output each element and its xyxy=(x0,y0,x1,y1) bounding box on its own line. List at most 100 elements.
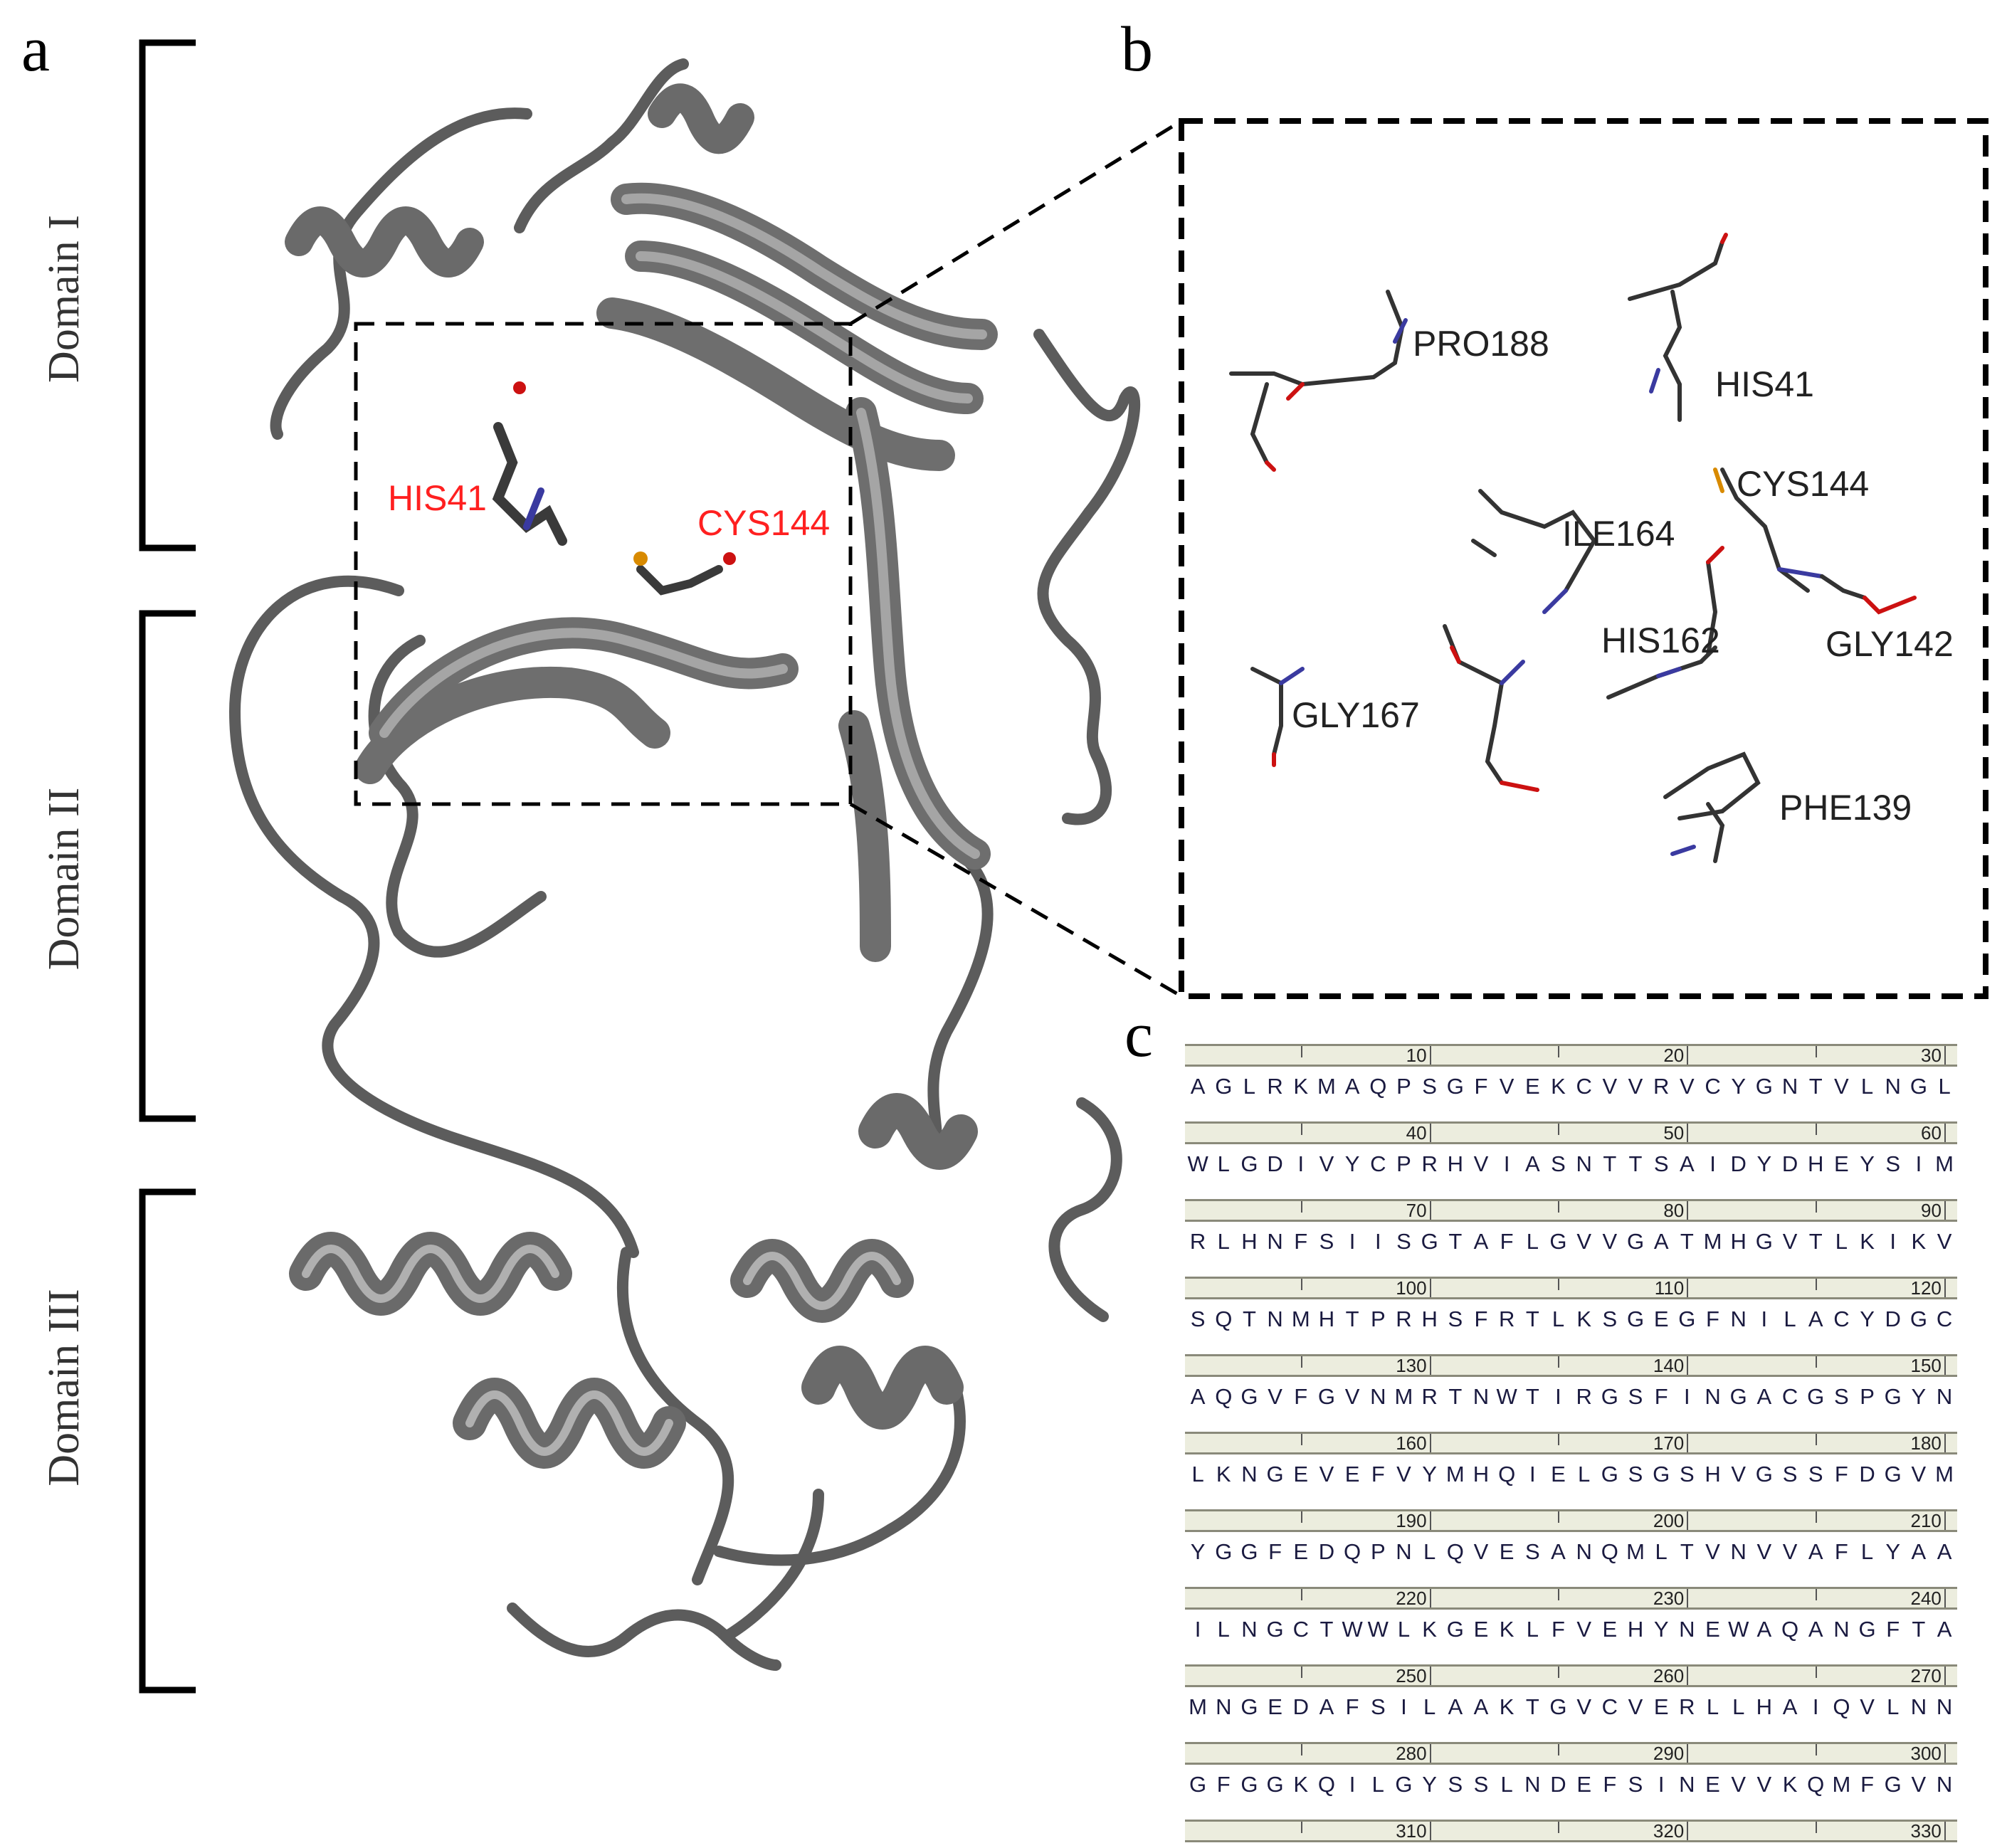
residue-letter: I xyxy=(1529,1462,1536,1487)
sequence-position-number: 160 xyxy=(1396,1432,1427,1454)
ruler-tick xyxy=(1816,1589,1818,1600)
ruler-tick xyxy=(1816,1046,1818,1057)
residue-letter: G xyxy=(1755,1074,1773,1099)
ruler-tick xyxy=(1300,1822,1302,1833)
sequence-position-number: 130 xyxy=(1396,1355,1427,1376)
sequence-position-number: 60 xyxy=(1920,1122,1942,1144)
ruler-tick xyxy=(1429,1356,1431,1375)
ruler-tick xyxy=(1687,1667,1689,1685)
residue-letter: N xyxy=(1524,1772,1541,1797)
residue-letter: L xyxy=(1860,1074,1874,1099)
residue-letter: P xyxy=(1860,1384,1875,1409)
residue-letter: I xyxy=(1890,1229,1897,1254)
ruler-tick xyxy=(1687,1356,1689,1375)
ruler-tick xyxy=(1816,1744,1818,1755)
residue-letter: E xyxy=(1653,1694,1669,1719)
residue-letter: N xyxy=(1730,1306,1747,1331)
residue-letter: K xyxy=(1499,1617,1515,1642)
residue-letter: I xyxy=(1761,1306,1768,1331)
residue-letter: P xyxy=(1396,1151,1411,1176)
ruler-tick xyxy=(1944,1124,1946,1142)
ruler-tick xyxy=(1558,1279,1560,1290)
ruler-tick xyxy=(1816,1667,1818,1678)
ruler-tick xyxy=(1816,1511,1818,1523)
residue-letter: L xyxy=(1655,1539,1668,1564)
residue-label-pro188: PRO188 xyxy=(1413,324,1549,364)
residue-letter: Y xyxy=(1731,1074,1747,1099)
residue-letter: Y xyxy=(1860,1151,1875,1176)
ruler-tick xyxy=(1687,1046,1689,1065)
ruler-tick xyxy=(1300,1511,1302,1523)
residue-letter: A xyxy=(1808,1306,1823,1331)
zoom-region-box xyxy=(354,322,853,806)
residue-letter: Y xyxy=(1653,1617,1669,1642)
ruler-tick xyxy=(1300,1434,1302,1445)
residue-letter: S xyxy=(1319,1229,1334,1254)
residue-letter: C xyxy=(1781,1384,1798,1409)
residue-letter: I xyxy=(1812,1694,1819,1719)
residue-letter: N xyxy=(1267,1229,1283,1254)
residue-letter: M xyxy=(1189,1694,1207,1719)
residue-letter: V xyxy=(1782,1539,1798,1564)
residue-letter: G xyxy=(1549,1694,1567,1719)
residue-letter: V xyxy=(1782,1229,1798,1254)
residue-letter: S xyxy=(1448,1772,1463,1797)
residue-letter: N xyxy=(1885,1074,1901,1099)
residue-letter: E xyxy=(1551,1462,1566,1487)
residue-letter: V xyxy=(1911,1772,1927,1797)
residue-letter: H xyxy=(1241,1229,1258,1254)
residue-label-gly142: GLY142 xyxy=(1826,624,1954,664)
ruler-tick xyxy=(1816,1822,1818,1833)
residue-letter: A xyxy=(1190,1074,1206,1099)
residue-letter: R xyxy=(1653,1074,1670,1099)
domain-bracket-2 xyxy=(139,610,196,1122)
ruler-tick xyxy=(1816,1201,1818,1213)
residue-letter: S xyxy=(1885,1151,1901,1176)
residue-letter: V xyxy=(1834,1074,1849,1099)
residue-letter: L xyxy=(1526,1229,1539,1254)
residue-letter: S xyxy=(1190,1306,1206,1331)
overview-label-his41: HIS41 xyxy=(388,478,487,518)
ruler-tick xyxy=(1944,1511,1946,1530)
residue-letter: S xyxy=(1628,1462,1643,1487)
residue-letter: C xyxy=(1936,1306,1953,1331)
residue-letter: H xyxy=(1808,1151,1824,1176)
residue-letter: S xyxy=(1782,1462,1798,1487)
residue-letter: G xyxy=(1421,1229,1438,1254)
residue-letter: Q xyxy=(1833,1694,1850,1719)
residue-letter: R xyxy=(1396,1306,1412,1331)
residue-letter: T xyxy=(1448,1229,1463,1254)
residue-letter: K xyxy=(1911,1229,1927,1254)
residue-letter: T xyxy=(1448,1384,1463,1409)
residue-label-gly167: GLY167 xyxy=(1292,695,1420,735)
residue-letter: E xyxy=(1602,1617,1618,1642)
residue-letter: F xyxy=(1500,1229,1514,1254)
residue-letter: S xyxy=(1370,1694,1386,1719)
residue-letter: D xyxy=(1267,1151,1283,1176)
protein-figure xyxy=(139,39,1988,1694)
residue-letter: K xyxy=(1499,1694,1515,1719)
ruler-tick xyxy=(1558,1511,1560,1523)
residue-letter: V xyxy=(1680,1074,1695,1099)
residue-letter: A xyxy=(1937,1617,1952,1642)
ruler-tick xyxy=(1944,1434,1946,1452)
residue-letter: E xyxy=(1344,1462,1360,1487)
ruler-tick xyxy=(1558,1046,1560,1057)
residue-letter: L xyxy=(1217,1229,1230,1254)
residue-letter: E xyxy=(1653,1306,1669,1331)
panel-label-b: b xyxy=(1121,14,1153,85)
sequence-position-number: 10 xyxy=(1406,1045,1427,1066)
panel-label-c: c xyxy=(1124,1000,1153,1070)
domain-bracket-1 xyxy=(139,39,196,551)
residue-letter: G xyxy=(1317,1384,1335,1409)
residue-letter: V xyxy=(1344,1384,1360,1409)
residue-letter: L xyxy=(1423,1539,1436,1564)
